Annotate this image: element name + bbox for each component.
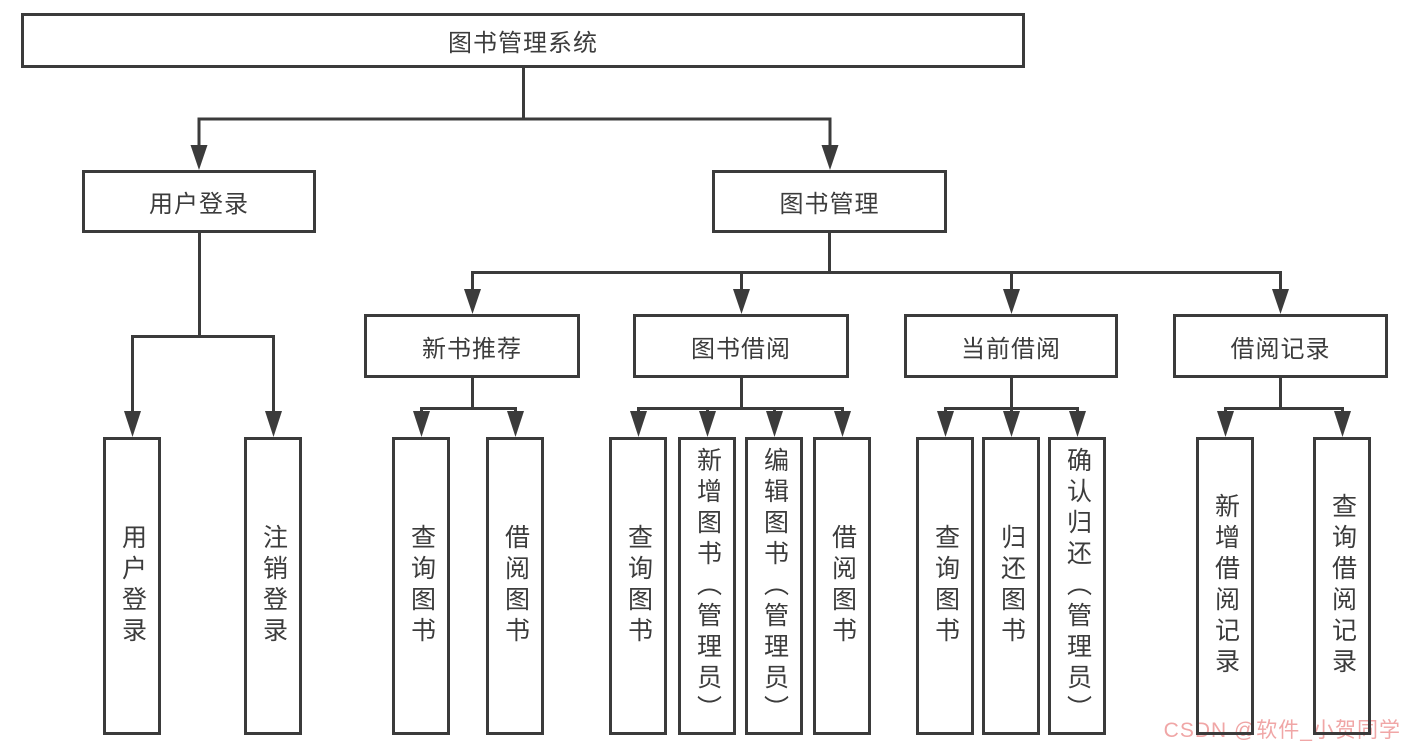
node-leaf-query-books-borrowing: 查询图书	[609, 437, 667, 735]
node-label: 借阅记录	[1230, 335, 1331, 363]
node-label: 新书推荐	[422, 335, 522, 363]
node-leaf-user-login: 用户登录	[103, 437, 161, 735]
node-leaf-add-borrow-record: 新增借阅记录	[1196, 437, 1254, 735]
node-label: 确认归还（管理员）	[1063, 446, 1092, 726]
node-book-management: 图书管理	[712, 170, 947, 233]
node-leaf-query-borrow-record: 查询借阅记录	[1313, 437, 1371, 735]
node-leaf-edit-books-admin: 编辑图书（管理员）	[745, 437, 803, 735]
node-leaf-add-books-admin: 新增图书（管理员）	[678, 437, 736, 735]
node-label: 查询图书	[624, 524, 653, 648]
watermark: CSDN @软件_小贺同学	[1163, 719, 1401, 742]
node-label: 借阅图书	[501, 524, 530, 648]
node-label: 图书借阅	[691, 335, 791, 363]
node-label: 注销登录	[259, 524, 288, 648]
node-label: 新增借阅记录	[1211, 493, 1240, 679]
node-leaf-return-books: 归还图书	[982, 437, 1040, 735]
node-label: 图书管理系统	[448, 30, 598, 57]
node-book-borrowing: 图书借阅	[633, 314, 849, 378]
node-leaf-logout: 注销登录	[244, 437, 302, 735]
node-label: 新增图书（管理员）	[693, 446, 722, 726]
node-label: 用户登录	[149, 191, 249, 218]
node-leaf-borrow-books-recommend: 借阅图书	[486, 437, 544, 735]
node-leaf-borrow-books-borrowing: 借阅图书	[813, 437, 871, 735]
node-label: 查询图书	[407, 524, 436, 648]
arrowheads	[124, 145, 1351, 437]
node-label: 编辑图书（管理员）	[760, 446, 789, 726]
node-borrowing-records: 借阅记录	[1173, 314, 1388, 378]
node-leaf-query-books-recommend: 查询图书	[392, 437, 450, 735]
node-label: 用户登录	[118, 524, 147, 648]
node-current-borrowing: 当前借阅	[904, 314, 1118, 378]
node-new-book-recommend: 新书推荐	[364, 314, 580, 378]
node-label: 借阅图书	[828, 524, 857, 648]
node-label: 查询图书	[931, 524, 960, 648]
node-leaf-query-books-current: 查询图书	[916, 437, 974, 735]
node-label: 图书管理	[779, 191, 880, 218]
node-label: 查询借阅记录	[1328, 493, 1357, 679]
node-leaf-confirm-return-admin: 确认归还（管理员）	[1048, 437, 1106, 735]
node-library-management-system: 图书管理系统	[21, 13, 1025, 68]
node-label: 归还图书	[997, 524, 1026, 648]
node-user-login: 用户登录	[82, 170, 316, 233]
node-label: 当前借阅	[961, 335, 1061, 363]
